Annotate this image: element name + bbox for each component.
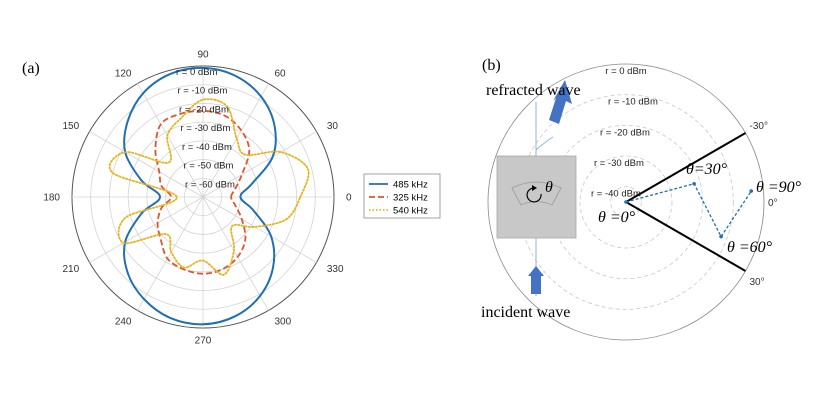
angle-tick-label: 330 xyxy=(327,264,344,275)
panel-label-a: (a) xyxy=(22,60,40,77)
angle-gridline xyxy=(137,196,204,311)
radial-tick-label: r = -30 dBm xyxy=(181,123,231,134)
radial-tick-label: r = -10 dBm xyxy=(178,86,228,97)
series-line-2 xyxy=(108,98,310,276)
panel-label-b: (b) xyxy=(482,57,501,74)
radial-labels-b: r = 0 dBm r = -10 dBm r = -20 dBm r = -30 d… xyxy=(591,66,658,200)
angle-tick-label: 0 xyxy=(346,193,352,204)
refracted-arrow-icon xyxy=(549,80,572,124)
polar-grid-a xyxy=(71,65,335,329)
angle-tick-label: 60 xyxy=(275,69,287,80)
series-group-a xyxy=(108,66,310,326)
angle-tick-label: -30° xyxy=(750,121,768,132)
sample-block xyxy=(496,155,577,239)
theta-60-label: θ =60° xyxy=(727,239,773,256)
radial-gridline xyxy=(610,186,642,218)
angle-tick-label: 0° xyxy=(768,198,778,209)
radial-tick-label: r = -50 dBm xyxy=(184,161,234,172)
refraction-arc xyxy=(535,136,554,151)
legend-label: 325 kHz xyxy=(393,193,428,204)
angle-sector xyxy=(625,132,747,272)
theta-30-label: θ=30° xyxy=(686,161,728,178)
angle-tick-label: 30 xyxy=(327,121,339,132)
legend-label: 485 kHz xyxy=(393,180,428,191)
angle-tick-label: 270 xyxy=(195,336,212,347)
incident-arrow-icon xyxy=(528,266,544,294)
polar-schematic-b: (b) r = 0 dBm r = -10 dBm r = -20 dBm r = -… xyxy=(481,57,802,341)
radial-tick-label: r = -10 dBm xyxy=(608,97,658,108)
radial-tick-label: r = -30 dBm xyxy=(594,158,644,169)
radial-tick-label: r = 0 dBm xyxy=(176,67,218,78)
radial-tick-label: r = -40 dBm xyxy=(591,189,641,200)
angle-tick-label: 300 xyxy=(275,316,292,327)
dashed-trace-line xyxy=(625,182,752,238)
angle-tick-label: 30° xyxy=(750,277,765,288)
radial-labels-a: r = 0 dBm r = -10 dBm r = -20 dBm r = -30 d… xyxy=(176,67,235,190)
sample-theta-symbol: θ xyxy=(545,179,553,196)
rotation-stage xyxy=(511,181,562,206)
angle-gridline xyxy=(202,196,269,311)
polar-plot-a: (a) r = 0 dBm r = -10 dBm r = -20 dBm r = -… xyxy=(22,50,441,347)
radial-gridline xyxy=(487,63,765,341)
theta-0-label: θ =0° xyxy=(598,209,636,226)
angle-gridline xyxy=(202,83,269,198)
incident-wave-label: incident wave xyxy=(481,304,570,321)
angle-tick-label: 210 xyxy=(62,264,79,275)
legend-label: 540 kHz xyxy=(393,206,428,217)
angle-gridline xyxy=(202,131,317,198)
angle-tick-label: 240 xyxy=(115,316,132,327)
dashed-trace xyxy=(624,181,754,239)
angle-gridline xyxy=(89,196,204,263)
angle-gridline xyxy=(202,196,317,263)
rotate-arrowhead-icon xyxy=(532,185,537,191)
angle-tick-label: 120 xyxy=(115,69,132,80)
trace-marker xyxy=(692,181,696,186)
sector-edge-line xyxy=(625,201,747,272)
angle-gridline xyxy=(137,83,204,198)
series-line-1 xyxy=(154,109,251,275)
angle-labels-a: 0 30 60 90 120 150 180 210 240 270 300 330 xyxy=(43,50,352,347)
series-line-0 xyxy=(123,66,277,326)
radial-gridline xyxy=(579,155,673,249)
sector-edge-line xyxy=(625,132,747,203)
radial-tick-label: r = -40 dBm xyxy=(182,142,232,153)
rotate-icon xyxy=(526,187,542,203)
legend: 485 kHz 325 kHz 540 kHz xyxy=(363,173,441,219)
radial-tick-label: r = -60 dBm xyxy=(185,179,235,190)
radial-tick-label: r = -20 dBm xyxy=(179,104,229,115)
trace-marker xyxy=(624,200,628,204)
angle-tick-label: 150 xyxy=(62,121,79,132)
theta-90-label: θ =90° xyxy=(756,179,802,196)
angle-tick-label: 180 xyxy=(43,193,60,204)
radial-tick-label: r = 0 dBm xyxy=(605,66,647,77)
trace-marker xyxy=(749,189,754,193)
trace-marker xyxy=(719,234,723,239)
angle-labels-b: -30° 0° 30° xyxy=(750,121,778,288)
angle-tick-label: 90 xyxy=(197,50,209,61)
refracted-wave-label: refracted wave xyxy=(486,82,581,99)
angle-gridline xyxy=(89,131,204,198)
radial-tick-label: r = -20 dBm xyxy=(600,127,650,138)
